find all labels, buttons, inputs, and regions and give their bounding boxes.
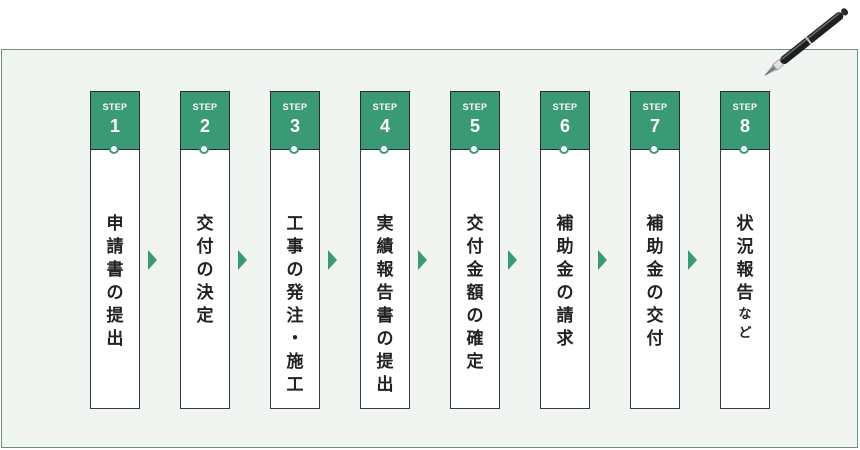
step-number: 2 <box>199 116 210 136</box>
step-number: 5 <box>469 116 480 136</box>
step-label: 補助金の交付 <box>646 214 664 349</box>
step-card-6: STEP 6 補助金の請求 <box>540 91 590 409</box>
step-label: 実績報告書の提出 <box>376 214 394 395</box>
step-card-5: STEP 5 交付金額の確定 <box>450 91 500 409</box>
step-header: STEP 3 <box>270 91 320 150</box>
step-card-2: STEP 2 交付の決定 <box>180 91 230 409</box>
step-header: STEP 4 <box>360 91 410 150</box>
step-node-icon <box>649 144 659 154</box>
step-number: 3 <box>289 116 300 136</box>
step-word: STEP <box>372 102 398 112</box>
arrow-right-icon <box>328 250 337 270</box>
step-word: STEP <box>642 102 668 112</box>
step-node-icon <box>379 144 389 154</box>
step-word: STEP <box>732 102 758 112</box>
step-card-4: STEP 4 実績報告書の提出 <box>360 91 410 409</box>
step-word: STEP <box>192 102 218 112</box>
step-card-7: STEP 7 補助金の交付 <box>630 91 680 409</box>
step-number: 6 <box>559 116 570 136</box>
step-header: STEP 2 <box>180 91 230 150</box>
step-node-icon <box>109 144 119 154</box>
step-header: STEP 1 <box>90 91 140 150</box>
step-card-8: STEP 8 状況報告など <box>720 91 770 409</box>
flow-panel <box>1 49 858 448</box>
arrow-right-icon <box>148 250 157 270</box>
step-word: STEP <box>102 102 128 112</box>
step-card-1: STEP 1 申請書の提出 <box>90 91 140 409</box>
step-node-icon <box>739 144 749 154</box>
arrow-right-icon <box>508 250 517 270</box>
step-label: 申請書の提出 <box>106 214 124 349</box>
step-header: STEP 5 <box>450 91 500 150</box>
step-node-icon <box>469 144 479 154</box>
step-node-icon <box>559 144 569 154</box>
arrow-right-icon <box>418 250 427 270</box>
step-label: 状況報告など <box>736 214 754 341</box>
step-header: STEP 8 <box>720 91 770 150</box>
step-card-3: STEP 3 工事の発注・施工 <box>270 91 320 409</box>
fountain-pen-icon <box>764 8 849 76</box>
step-label: 交付金額の確定 <box>466 214 484 372</box>
arrow-right-icon <box>238 250 247 270</box>
step-word: STEP <box>282 102 308 112</box>
step-number: 4 <box>379 116 390 136</box>
step-node-icon <box>199 144 209 154</box>
step-label: 交付の決定 <box>196 214 214 326</box>
step-number: 8 <box>739 116 750 136</box>
step-number: 1 <box>109 116 120 136</box>
step-word: STEP <box>462 102 488 112</box>
step-label: 工事の発注・施工 <box>286 214 304 395</box>
arrow-right-icon <box>688 250 697 270</box>
step-label: 補助金の請求 <box>556 214 574 349</box>
step-node-icon <box>289 144 299 154</box>
step-number: 7 <box>649 116 660 136</box>
arrow-right-icon <box>598 250 607 270</box>
step-word: STEP <box>552 102 578 112</box>
step-header: STEP 7 <box>630 91 680 150</box>
step-header: STEP 6 <box>540 91 590 150</box>
